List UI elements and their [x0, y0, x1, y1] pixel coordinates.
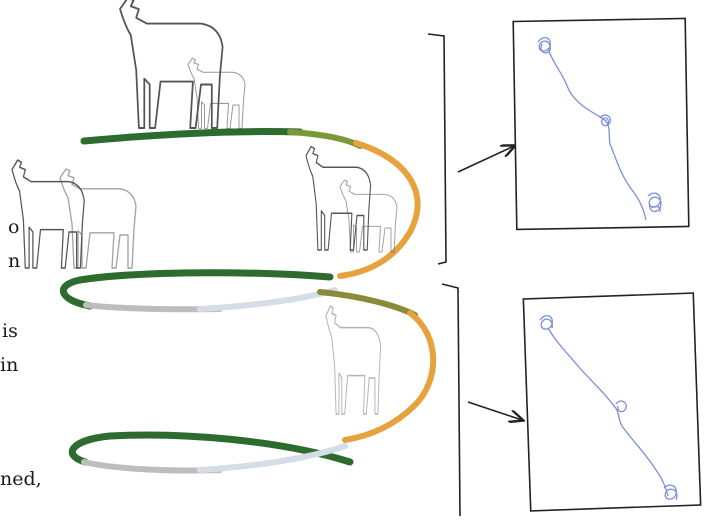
- loop-2-orange: [345, 313, 433, 440]
- track-panel-top: [513, 18, 689, 229]
- deer-icon: [120, 0, 223, 128]
- deer-icon: [306, 147, 371, 251]
- deer-group-left: [12, 160, 136, 268]
- text-fragment: n: [8, 252, 20, 271]
- loop-1-orange: [340, 143, 418, 276]
- fawn-icon: [60, 169, 136, 268]
- loop-2-olive: [320, 292, 415, 315]
- deer-group-top: [120, 0, 245, 128]
- text-fragment: ned,: [0, 470, 42, 489]
- bracket-top: [428, 34, 446, 264]
- text-fragment: in: [0, 356, 18, 375]
- loop-2-paleblue: [200, 290, 335, 309]
- loop-1-lightgreen: [290, 132, 360, 146]
- loop-1-green: [84, 132, 300, 141]
- deer-group-lower: [326, 306, 381, 414]
- arrow-icon: [458, 146, 514, 172]
- deer-group-right: [306, 147, 397, 253]
- migration-spiral: [63, 132, 433, 471]
- bracket-bottom: [442, 284, 460, 516]
- text-fragment: is: [2, 322, 18, 341]
- arrow-icon: [468, 402, 522, 420]
- deer-icon: [326, 306, 381, 414]
- text-fragment: o: [8, 218, 19, 237]
- track-panel-bottom: [523, 293, 700, 511]
